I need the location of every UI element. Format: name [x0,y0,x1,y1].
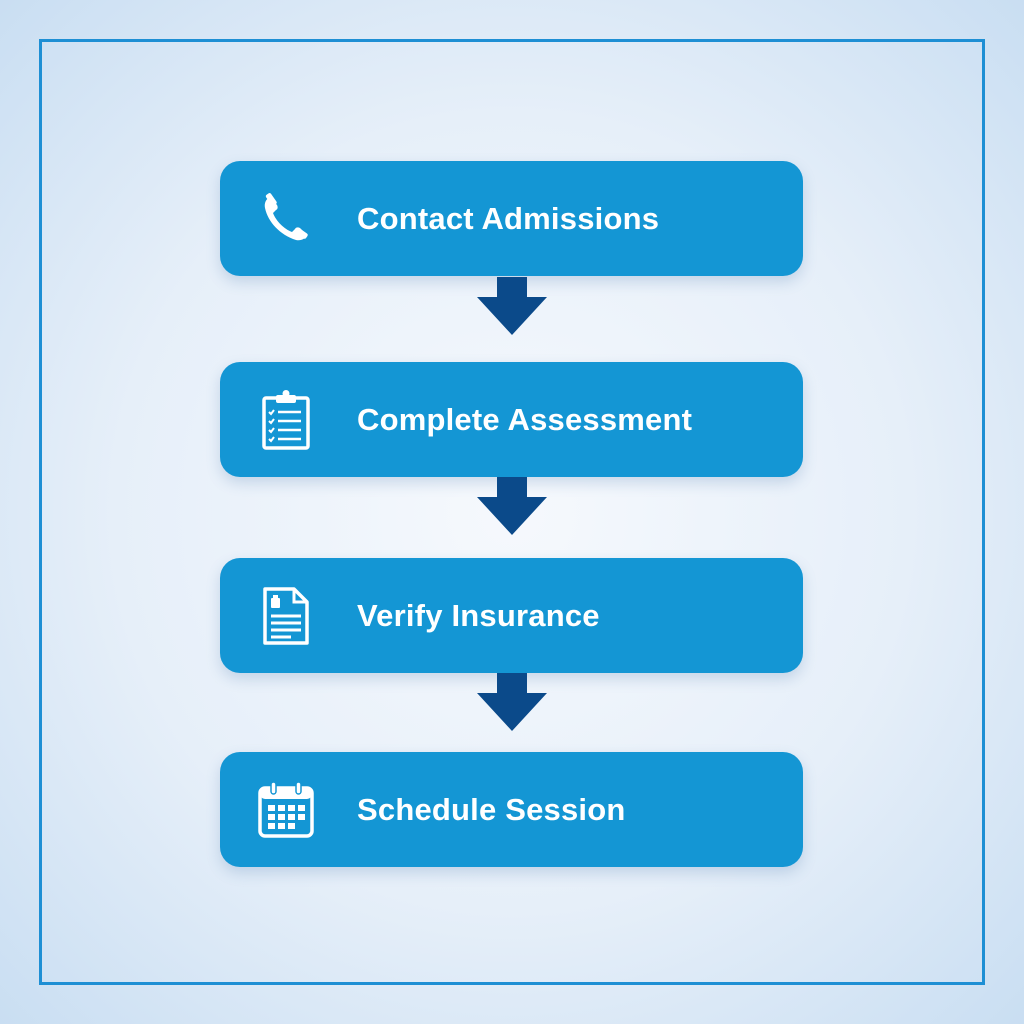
arrow-down-icon [477,277,547,335]
clipboard-checklist-icon [256,389,316,450]
step-label: Contact Admissions [357,200,660,236]
step-complete-assessment: Complete Assessment [220,362,803,477]
step-label: Schedule Session [357,791,626,827]
step-label: Verify Insurance [357,597,600,633]
document-icon [256,586,316,646]
step-schedule-session: Schedule Session [220,752,803,867]
step-contact-admissions: Contact Admissions [220,161,803,276]
arrow-down-icon [477,673,547,731]
phone-icon [256,189,316,249]
diagram-frame [39,39,985,985]
arrow-down-icon [477,477,547,535]
step-label: Complete Assessment [357,401,693,437]
step-verify-insurance: Verify Insurance [220,558,803,673]
calendar-icon [256,780,316,840]
